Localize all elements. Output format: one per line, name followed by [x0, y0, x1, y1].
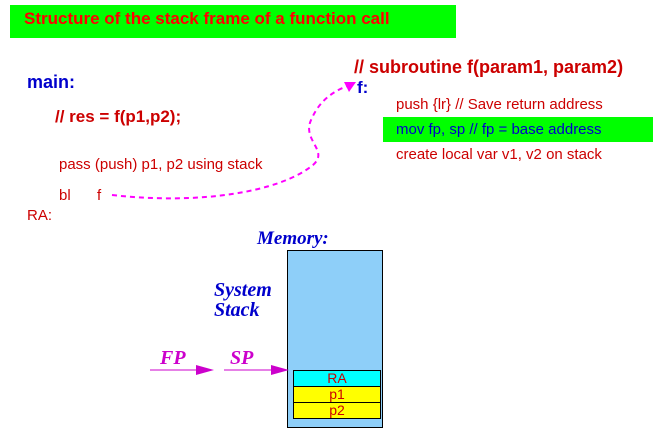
subroutine-comment: // subroutine f(param1, param2): [354, 57, 624, 77]
diagram-title: Structure of the stack frame of a functi…: [24, 9, 390, 28]
fp-arrowhead: [196, 365, 214, 375]
title-highlight: [10, 5, 456, 38]
bl-instruction: bl: [59, 187, 71, 204]
sp-label: SP: [230, 347, 254, 369]
system-stack-line1: System: [214, 279, 272, 301]
memory-label: Memory:: [257, 228, 329, 249]
pass-params-line: pass (push) p1, p2 using stack: [59, 156, 263, 173]
mov-highlight: [383, 117, 653, 142]
fp-label: FP: [160, 347, 186, 369]
call-arrowhead: [344, 82, 356, 92]
bl-target: f: [97, 187, 102, 204]
stack-cell-p2: p2: [293, 402, 381, 419]
subroutine-label: f:: [357, 78, 369, 97]
sp-arrowhead: [271, 365, 289, 375]
push-line: push {lr} // Save return address: [396, 96, 603, 113]
create-locals-line: create local var v1, v2 on stack: [396, 146, 602, 163]
call-arrow: [111, 85, 349, 200]
ra-label: RA:: [27, 207, 53, 224]
system-stack-label: System Stack: [214, 280, 272, 320]
mov-line: mov fp, sp // fp = base address: [396, 121, 602, 138]
system-stack-line2: Stack: [214, 299, 260, 321]
stack-cell-p1: p1: [293, 386, 381, 403]
res-comment: // res = f(p1,p2);: [55, 107, 182, 126]
main-label: main:: [27, 72, 76, 92]
